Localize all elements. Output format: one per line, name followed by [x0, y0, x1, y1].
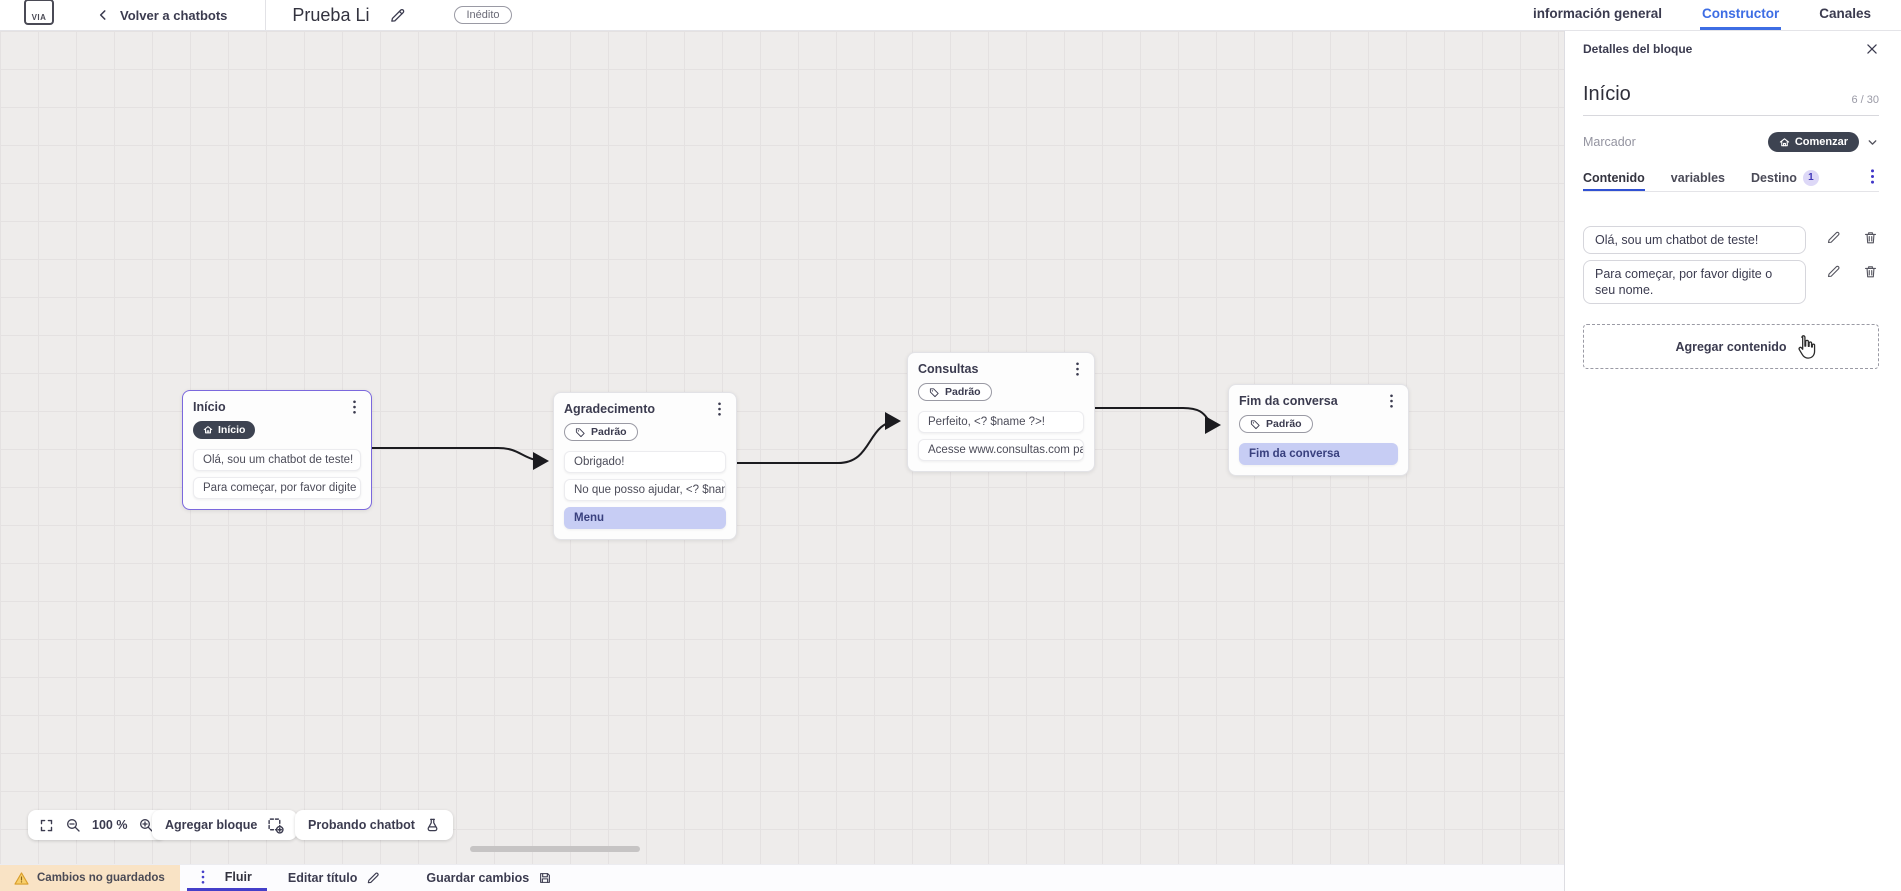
tab-fluir[interactable]: Fluir — [186, 865, 267, 891]
zoom-toolbar: 100 % — [28, 810, 166, 840]
zoom-out-icon[interactable] — [65, 817, 81, 833]
flask-icon — [425, 817, 440, 833]
node-content-row[interactable]: Acesse www.consultas.com par... — [918, 439, 1084, 461]
pencil-icon[interactable] — [1826, 230, 1841, 245]
panel-tabs: Contenido variables Destino 1 — [1583, 166, 1879, 192]
more-vertical-icon[interactable] — [1385, 394, 1398, 408]
status-badge: Inédito — [454, 6, 512, 24]
add-block-label: Agregar bloque — [165, 818, 258, 832]
home-icon — [203, 426, 213, 434]
flow-connectors — [372, 407, 1221, 470]
block-details-panel: Detalles del bloque Início 6 / 30 Marcad… — [1564, 31, 1901, 891]
warning-icon — [14, 871, 29, 885]
chevron-down-icon[interactable] — [1866, 136, 1879, 149]
flow-node-agradecimento[interactable]: Agradecimento Padrão Obrigado! No que po… — [553, 392, 737, 540]
padrao-badge: Padrão — [564, 423, 638, 441]
marker-value-button[interactable]: Comenzar — [1767, 132, 1859, 152]
fullscreen-icon[interactable] — [39, 818, 54, 833]
add-block-icon — [267, 817, 285, 834]
chatbot-title: Prueba Li — [292, 4, 370, 25]
trash-icon[interactable] — [1863, 264, 1878, 279]
node-title: Fim da conversa — [1239, 394, 1338, 408]
add-content-button[interactable]: Agregar contenido — [1583, 324, 1879, 369]
node-content-row[interactable]: Para começar, por favor digite o ... — [193, 477, 361, 499]
bottom-bar: Cambios no guardados Fluir Editar título… — [0, 864, 1564, 891]
panel-title: Detalles del bloque — [1583, 42, 1693, 56]
flow-node-fim-da-conversa[interactable]: Fim da conversa Padrão Fim da conversa — [1228, 384, 1409, 476]
horizontal-scrollbar[interactable] — [470, 846, 640, 852]
flow-node-inicio[interactable]: Início Início Olá, sou um chatbot de tes… — [182, 390, 372, 510]
test-chatbot-button[interactable]: Probando chatbot — [295, 810, 453, 840]
node-content-row[interactable]: Olá, sou um chatbot de teste! — [193, 449, 361, 471]
content-text-field[interactable]: Olá, sou um chatbot de teste! — [1583, 226, 1806, 254]
tab-constructor[interactable]: Constructor — [1699, 0, 1782, 30]
content-text-field[interactable]: Para começar, por favor digite o seu nom… — [1583, 260, 1806, 304]
node-title: Agradecimento — [564, 402, 655, 416]
save-icon — [538, 871, 552, 885]
tab-destino[interactable]: Destino 1 — [1751, 166, 1819, 191]
add-block-button[interactable]: Agregar bloque — [152, 810, 298, 840]
zoom-in-icon[interactable] — [138, 817, 154, 833]
tag-icon — [575, 427, 585, 437]
tab-variables[interactable]: variables — [1670, 170, 1726, 185]
pencil-icon[interactable] — [1826, 264, 1841, 279]
app-logo-text: VIA — [31, 13, 47, 22]
node-content-row[interactable]: No que posso ajudar, <? $name ... — [564, 479, 726, 501]
more-vertical-icon[interactable] — [1866, 169, 1879, 184]
unsaved-changes-chip: Cambios no guardados — [0, 865, 180, 891]
node-menu-row[interactable]: Menu — [564, 507, 726, 529]
home-icon — [1779, 137, 1789, 146]
tab-informacion-general[interactable]: información general — [1532, 6, 1662, 21]
tag-icon — [1250, 419, 1260, 429]
back-to-chatbots-button[interactable]: Volver a chatbots — [96, 8, 227, 23]
close-icon[interactable] — [1865, 42, 1879, 56]
char-count: 6 / 30 — [1851, 94, 1879, 106]
tag-icon — [929, 387, 939, 397]
unsaved-changes-label: Cambios no guardados — [37, 872, 165, 884]
more-vertical-icon[interactable] — [197, 869, 209, 884]
app-logo: VIA — [24, 0, 54, 25]
top-tabs: información general Constructor Canales — [1531, 0, 1873, 30]
node-content-row[interactable]: Perfeito, <? $name ?>! — [918, 411, 1084, 433]
flow-node-consultas[interactable]: Consultas Padrão Perfeito, <? $name ?>! … — [907, 352, 1095, 472]
more-vertical-icon[interactable] — [348, 400, 361, 414]
back-label: Volver a chatbots — [120, 7, 228, 23]
padrao-badge: Padrão — [918, 383, 992, 401]
node-title: Início — [193, 400, 226, 414]
node-title: Consultas — [918, 362, 979, 376]
flow-tab-label: Fluir — [224, 869, 252, 884]
start-badge: Início — [193, 421, 256, 439]
more-vertical-icon[interactable] — [713, 402, 726, 416]
edit-title-pencil-icon[interactable] — [389, 7, 406, 24]
padrao-badge: Padrão — [1239, 415, 1313, 433]
more-vertical-icon[interactable] — [1071, 362, 1084, 376]
pencil-icon — [366, 871, 380, 885]
back-chevron-icon — [96, 8, 110, 22]
test-chatbot-label: Probando chatbot — [308, 818, 415, 832]
block-name-input[interactable]: Início — [1583, 83, 1631, 105]
node-content-row[interactable]: Obrigado! — [564, 451, 726, 473]
edit-title-button[interactable]: Editar título — [288, 865, 380, 891]
trash-icon[interactable] — [1863, 230, 1878, 245]
marker-label: Marcador — [1583, 135, 1636, 149]
node-end-row[interactable]: Fim da conversa — [1239, 443, 1398, 465]
tab-contenido[interactable]: Contenido — [1583, 166, 1645, 191]
tab-canales[interactable]: Canales — [1819, 6, 1871, 21]
flow-canvas[interactable]: Início Início Olá, sou um chatbot de tes… — [0, 31, 1564, 864]
save-changes-button[interactable]: Guardar cambios — [426, 865, 552, 891]
divider — [265, 0, 267, 30]
zoom-level: 100 % — [92, 818, 128, 832]
destino-count-badge: 1 — [1802, 169, 1819, 186]
top-bar: VIA Volver a chatbots Prueba Li Inédito … — [0, 0, 1901, 31]
